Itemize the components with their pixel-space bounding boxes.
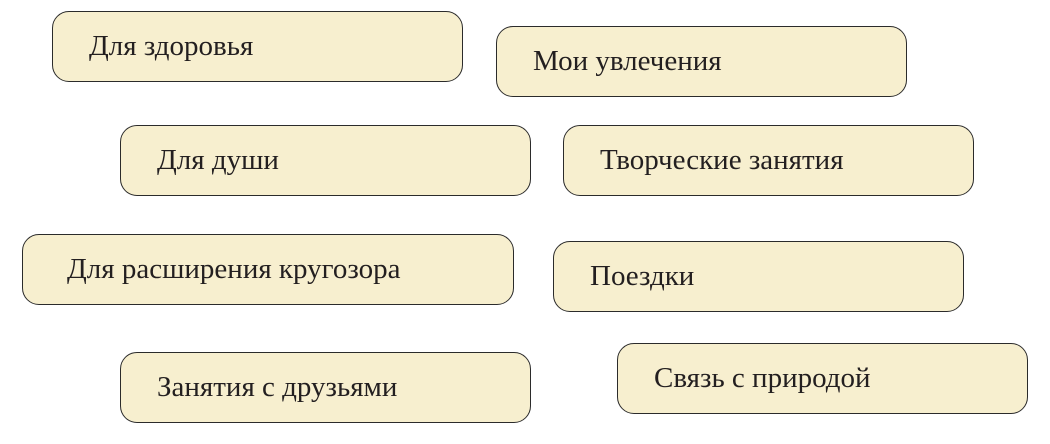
- card-label: Для души: [157, 144, 279, 176]
- card-for-health: Для здоровья: [52, 11, 463, 82]
- card-label: Мои увлечения: [533, 45, 722, 77]
- card-connection-with-nature: Связь с природой: [617, 343, 1028, 414]
- card-label: Занятия с друзьями: [157, 371, 398, 403]
- card-label: Для здоровья: [89, 30, 254, 62]
- card-label: Для расширения кругозора: [67, 253, 401, 285]
- card-label: Творческие занятия: [600, 144, 844, 176]
- card-activities-with-friends: Занятия с друзьями: [120, 352, 531, 423]
- card-trips: Поездки: [553, 241, 964, 312]
- card-label: Связь с природой: [654, 362, 871, 394]
- card-label: Поездки: [590, 260, 695, 292]
- card-my-hobbies: Мои увлечения: [496, 26, 907, 97]
- card-for-soul: Для души: [120, 125, 531, 196]
- card-broaden-horizons: Для расширения кругозора: [22, 234, 514, 305]
- card-creative-activities: Творческие занятия: [563, 125, 974, 196]
